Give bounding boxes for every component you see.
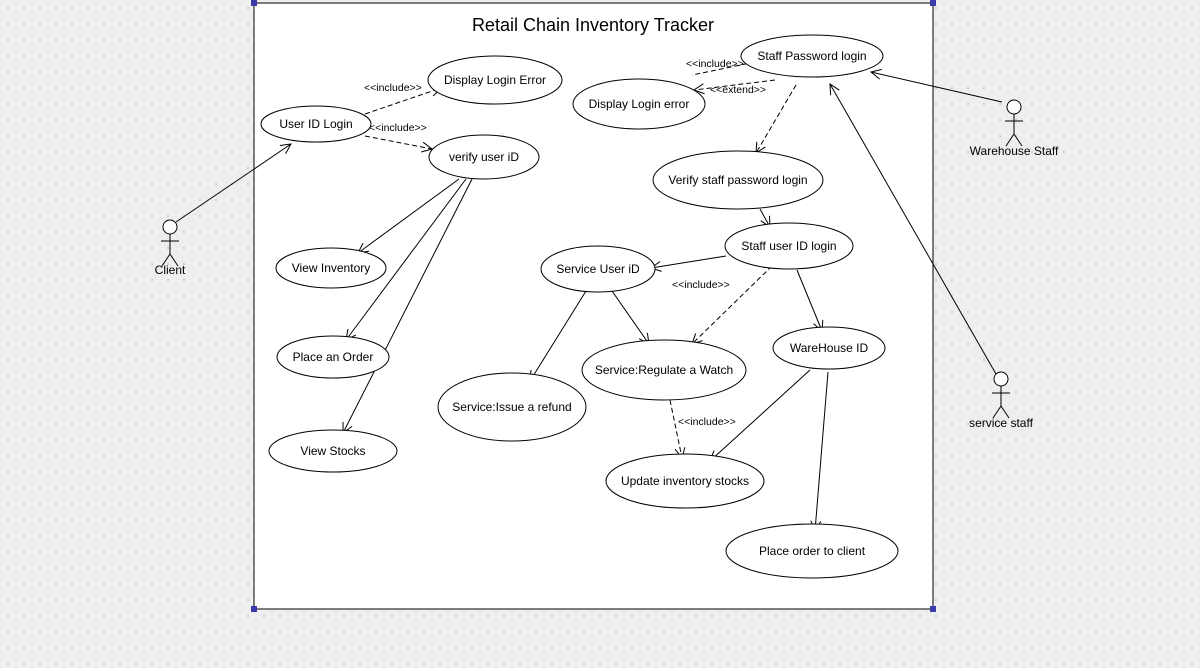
use-case-label: Service:Issue a refund	[452, 400, 571, 414]
use-case-ellipse[interactable]	[772, 326, 886, 370]
relationship-association-service-user-id-to-service-issue-refund[interactable]	[530, 290, 587, 381]
use-case-ellipse[interactable]	[275, 247, 387, 289]
actor-head	[993, 371, 1009, 387]
relationship-association-warehouse-staff-to-staff-password-login[interactable]	[871, 72, 1003, 103]
actor-left-leg	[992, 405, 1002, 419]
use-case-service-user-id[interactable]: Service User iD	[540, 245, 656, 293]
use-case-label: View Stocks	[300, 444, 365, 458]
include-label: <<include>>	[678, 416, 736, 428]
use-case-label: verify user iD	[449, 150, 519, 164]
relationship-association-client-to-user-id-login[interactable]	[175, 144, 291, 223]
use-case-ellipse[interactable]	[276, 335, 390, 379]
use-case-view-stocks[interactable]: View Stocks	[268, 429, 398, 473]
relationship-association-verify-user-id-to-view-inventory[interactable]	[358, 178, 460, 253]
relationship-association-staff-user-id-login-to-service-user-id[interactable]	[651, 255, 727, 268]
use-case-ellipse[interactable]	[725, 523, 899, 579]
use-case-label: View Inventory	[292, 261, 371, 275]
use-case-label: Place order to client	[759, 544, 866, 558]
relationship-include-staff-password-login-to-display-login-error-right[interactable]	[691, 61, 756, 76]
use-case-display-login-error-right[interactable]: Display Login error	[572, 78, 706, 130]
use-case-ellipse[interactable]	[540, 245, 656, 293]
relationship-association-warehouse-id-to-place-order-to-client[interactable]	[815, 371, 829, 531]
relationship-include-user-id-login-to-verify-user-id[interactable]	[364, 135, 432, 149]
actors-layer: Client Warehouse Staff service staff	[155, 99, 1059, 430]
use-case-label: Staff user ID login	[741, 239, 836, 253]
actor-head	[162, 219, 178, 235]
relationship-dependency-staff-password-login-to-verify-staff-password-login[interactable]	[756, 84, 797, 153]
extend-label: <<extend>>	[710, 84, 766, 96]
actor-left-leg	[1005, 133, 1015, 147]
use-case-label: User ID Login	[279, 117, 352, 131]
actor-right-leg	[1000, 405, 1010, 419]
use-case-label: Place an Order	[293, 350, 374, 364]
use-case-place-order-to-client[interactable]: Place order to client	[725, 523, 899, 579]
relationship-include-staff-user-id-login-to-service-regulate-watch[interactable]	[692, 265, 773, 344]
actor-right-leg	[169, 253, 179, 267]
resize-handle-bottom-right[interactable]	[930, 606, 936, 612]
use-case-ellipse[interactable]	[572, 78, 706, 130]
use-case-user-id-login[interactable]: User ID Login	[260, 105, 372, 143]
include-label: <<include>>	[364, 82, 422, 94]
actor-client[interactable]: Client	[155, 219, 186, 277]
relationship-association-verify-user-id-to-place-an-order[interactable]	[346, 178, 467, 340]
use-case-ellipse[interactable]	[268, 429, 398, 473]
actor-warehouse-staff[interactable]: Warehouse Staff	[970, 99, 1059, 158]
actor-label: Client	[155, 263, 186, 277]
use-case-label: Display Login Error	[444, 73, 546, 87]
use-case-ellipse[interactable]	[652, 150, 824, 210]
use-case-ellipse[interactable]	[437, 372, 587, 442]
use-case-ellipse[interactable]	[724, 222, 854, 270]
relationship-association-warehouse-id-to-update-inventory-stocks[interactable]	[710, 369, 811, 461]
relationship-extend-staff-password-login-to-display-login-error-right[interactable]	[694, 79, 776, 90]
actor-service-staff[interactable]: service staff	[969, 371, 1034, 430]
actor-right-leg	[1013, 133, 1023, 147]
use-case-label: Service:Regulate a Watch	[595, 363, 733, 377]
use-case-verify-user-id[interactable]: verify user iD	[428, 134, 540, 180]
actor-head	[1006, 99, 1022, 115]
use-case-service-regulate-watch[interactable]: Service:Regulate a Watch	[581, 339, 747, 401]
use-case-warehouse-id[interactable]: WareHouse ID	[772, 326, 886, 370]
use-case-staff-password-login[interactable]: Staff Password login	[740, 34, 884, 78]
use-case-label: Verify staff password login	[668, 173, 807, 187]
use-case-service-issue-refund[interactable]: Service:Issue a refund	[437, 372, 587, 442]
relationship-include-user-id-login-to-display-login-error-left[interactable]	[364, 88, 441, 115]
use-case-staff-user-id-login[interactable]: Staff user ID login	[724, 222, 854, 270]
use-case-update-inventory-stocks[interactable]: Update inventory stocks	[605, 453, 765, 509]
diagram-title: Retail Chain Inventory Tracker	[472, 15, 714, 35]
relationship-include-service-regulate-watch-to-update-inventory-stocks[interactable]	[669, 399, 682, 458]
use-cases-layer: User ID Login Display Login Error verify u…	[260, 34, 899, 579]
use-case-label: Update inventory stocks	[621, 474, 749, 488]
relationship-association-service-staff-to-staff-password-login[interactable]	[830, 84, 997, 375]
use-case-label: Display Login error	[589, 97, 690, 111]
use-case-ellipse[interactable]	[427, 55, 563, 105]
use-case-verify-staff-password-login[interactable]: Verify staff password login	[652, 150, 824, 210]
resize-handle-bottom-left[interactable]	[251, 606, 257, 612]
use-case-ellipse[interactable]	[260, 105, 372, 143]
actor-label: service staff	[969, 416, 1033, 430]
use-case-place-an-order[interactable]: Place an Order	[276, 335, 390, 379]
use-case-label: Service User iD	[556, 262, 640, 276]
relationship-association-verify-user-id-to-view-stocks[interactable]	[343, 178, 473, 433]
resize-handle-top-left[interactable]	[251, 0, 257, 6]
use-case-label: WareHouse ID	[790, 341, 869, 355]
include-label: <<include>>	[672, 279, 730, 291]
include-label: <<include>>	[369, 122, 427, 134]
relationships-layer: <<include>> <<include>> <<include>> <<exten…	[175, 58, 1003, 531]
use-case-ellipse[interactable]	[581, 339, 747, 401]
actor-left-leg	[161, 253, 171, 267]
include-label: <<include>>	[686, 58, 744, 70]
use-case-label: Staff Password login	[757, 49, 866, 63]
use-case-ellipse[interactable]	[605, 453, 765, 509]
relationship-association-staff-user-id-login-to-warehouse-id[interactable]	[796, 269, 822, 331]
actor-label: Warehouse Staff	[970, 144, 1059, 158]
use-case-view-inventory[interactable]: View Inventory	[275, 247, 387, 289]
resize-handle-top-right[interactable]	[930, 0, 936, 6]
use-case-display-login-error-left[interactable]: Display Login Error	[427, 55, 563, 105]
use-case-ellipse[interactable]	[740, 34, 884, 78]
use-case-ellipse[interactable]	[428, 134, 540, 180]
relationship-association-service-user-id-to-service-regulate-watch[interactable]	[611, 290, 649, 344]
